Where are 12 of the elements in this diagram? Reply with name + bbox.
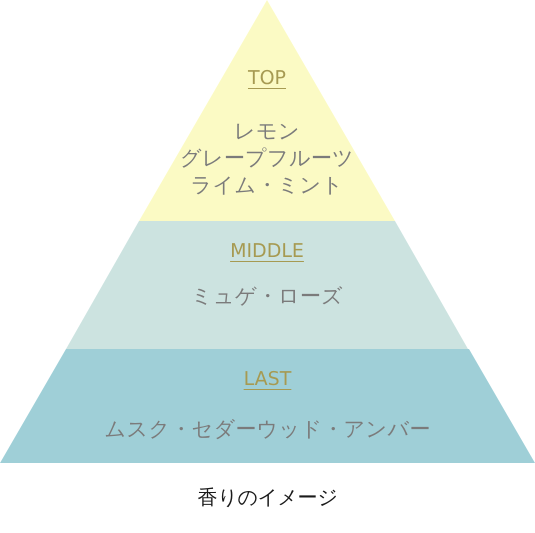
pyramid-tier [139,0,395,221]
tier-text: ミュゲ・ローズ [191,283,343,310]
tier-text: ムスク・セダーウッド・アンバー [104,416,430,443]
tier-text: レモン [234,118,300,145]
tier-heading: TOP [248,66,286,90]
caption: 香りのイメージ [198,484,338,510]
tier-heading: LAST [244,367,292,391]
pyramid-tier [0,349,535,463]
tier-heading: MIDDLE [230,239,304,263]
tier-text: グレープフルーツ [180,145,354,172]
tier-text: ライム・ミント [190,172,344,199]
pyramid-tier [66,221,468,349]
